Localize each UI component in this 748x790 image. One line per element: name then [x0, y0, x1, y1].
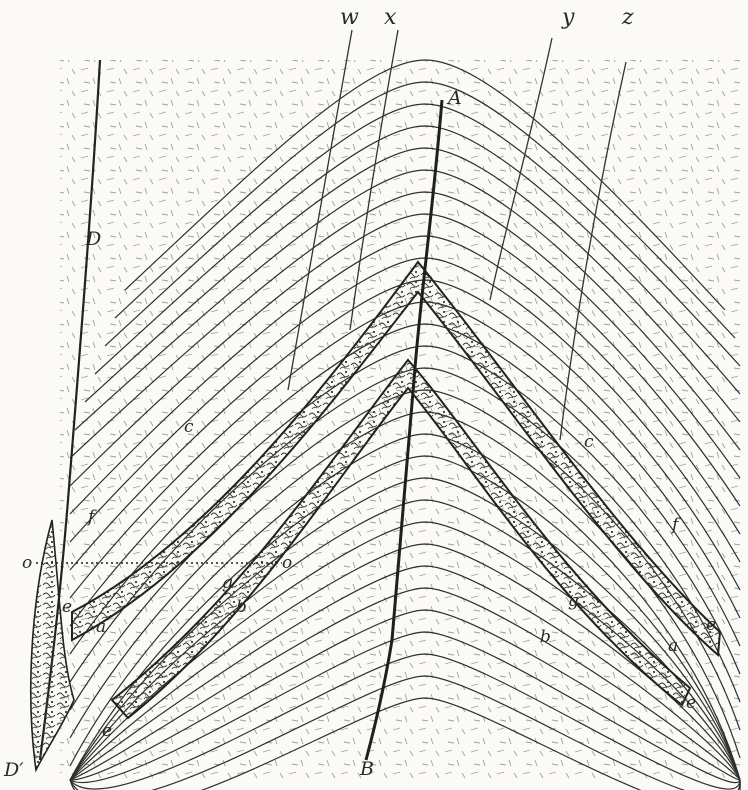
label-e-upper-left: e: [62, 597, 72, 617]
label-e-upper-right: e: [706, 615, 716, 635]
label-o-mid: o: [282, 553, 292, 573]
label-g-right: g: [568, 591, 579, 611]
label-B: B: [359, 758, 374, 780]
label-g-left: g: [222, 573, 233, 593]
label-b-right: b: [540, 627, 551, 647]
label-b-left: b: [236, 597, 247, 617]
label-y: y: [561, 5, 575, 30]
label-c-right: c: [584, 432, 594, 452]
label-z: z: [621, 5, 634, 30]
label-a-left: a: [96, 617, 106, 637]
label-x: x: [384, 5, 397, 30]
label-w: w: [340, 5, 359, 30]
label-e-lower-left: e: [102, 721, 112, 741]
label-a-right: a: [668, 636, 678, 656]
label-A: A: [446, 87, 462, 109]
label-D: D: [85, 228, 101, 250]
label-o-left: o: [22, 553, 32, 573]
label-e-lower-right: e: [686, 693, 696, 713]
label-D-prime: D′: [3, 759, 24, 781]
label-c-left: c: [184, 417, 194, 437]
